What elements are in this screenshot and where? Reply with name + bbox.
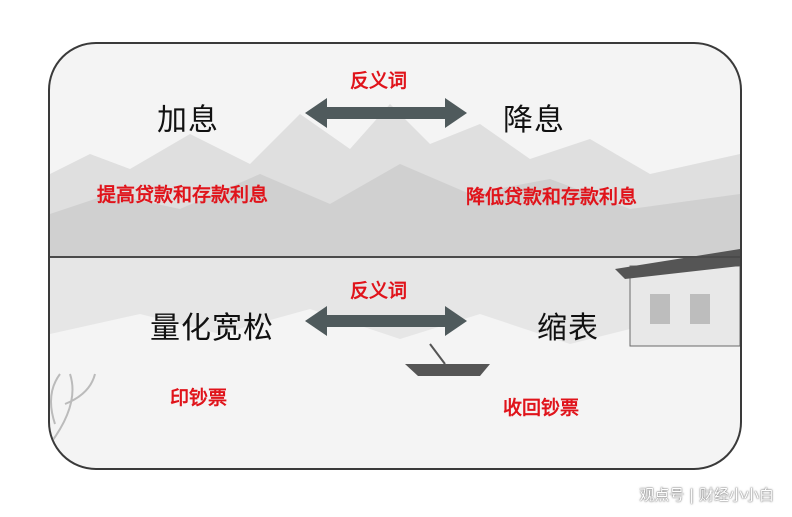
- bottom-relation-label: 反义词: [350, 280, 408, 302]
- top-left-term: 加息: [157, 103, 219, 138]
- top-left-description: 提高贷款和存款利息: [97, 184, 269, 206]
- double-arrow-icon: [305, 306, 467, 336]
- ink-landscape-background: [50, 104, 740, 445]
- bottom-left-description: 印钞票: [170, 387, 228, 409]
- watermark: 观点号 | 财经小小白: [639, 486, 774, 504]
- horizontal-divider: [50, 256, 740, 258]
- bottom-left-term: 量化宽松: [150, 311, 274, 346]
- top-relation-label: 反义词: [350, 70, 408, 92]
- bottom-right-term: 缩表: [537, 311, 599, 346]
- double-arrow-icon: [305, 98, 467, 128]
- top-right-description: 降低贷款和存款利息: [466, 186, 638, 208]
- bottom-right-description: 收回钞票: [503, 397, 580, 419]
- top-right-term: 降息: [503, 103, 565, 138]
